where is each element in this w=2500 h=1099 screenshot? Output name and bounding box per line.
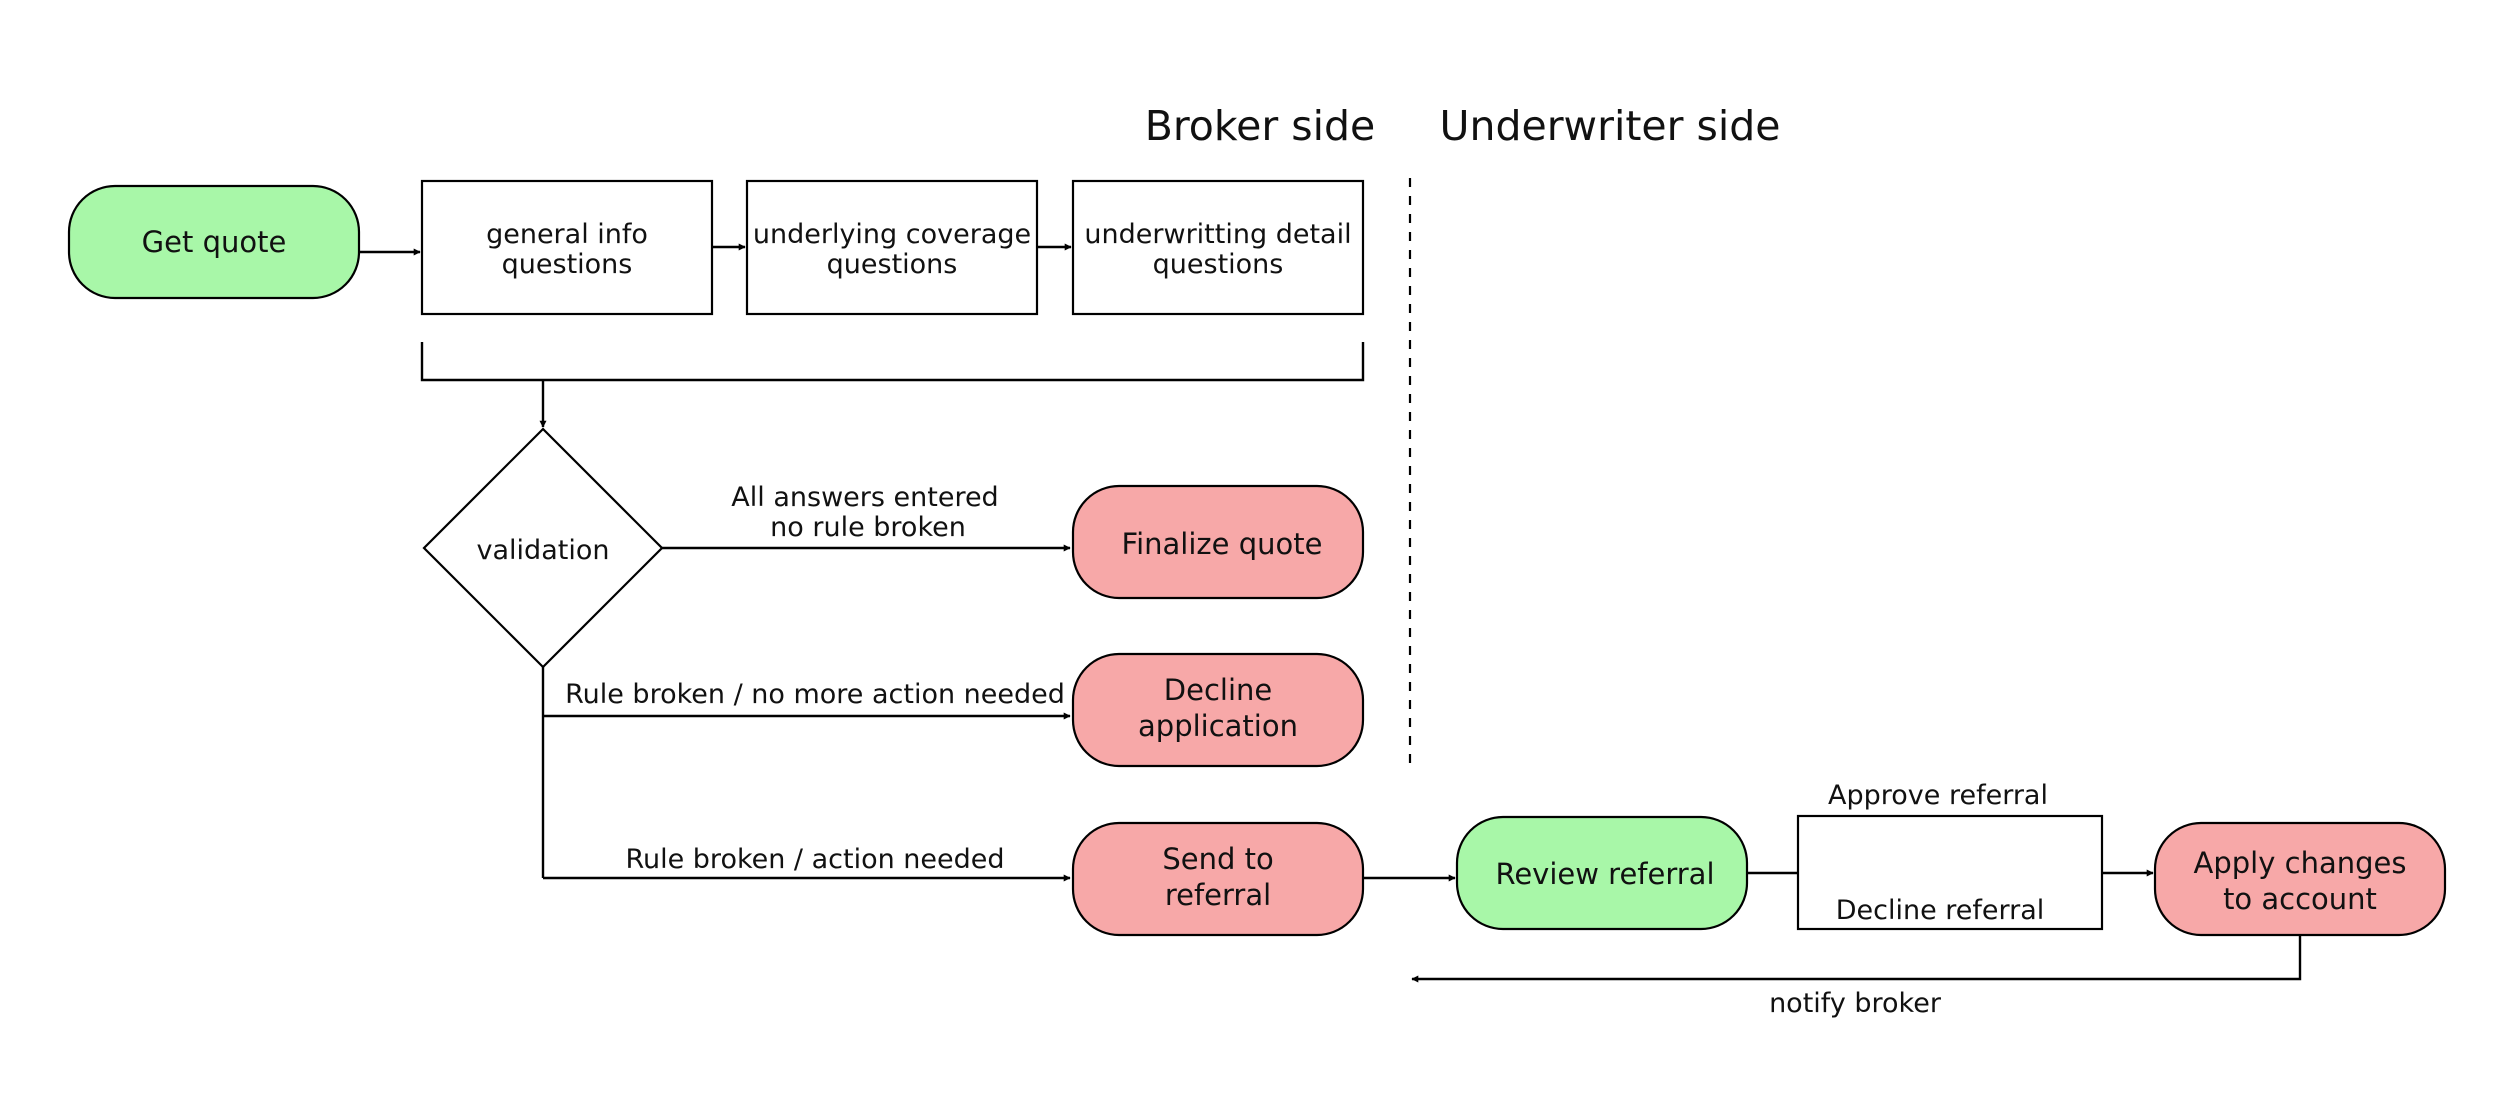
edge-label-rule-broken-action: Rule broken / action needed — [625, 844, 1004, 875]
broker-side-header: Broker side — [1145, 102, 1376, 150]
get-quote-shape — [67, 184, 361, 300]
decline-application-shape — [1071, 652, 1365, 768]
decline-application-label-line2: application — [1138, 709, 1298, 743]
review-referral-label: Review referral — [1495, 857, 1714, 891]
validation-node: validation — [422, 427, 664, 669]
underlying-coverage-label-line2: questions — [827, 249, 958, 280]
underwriter-side-header: Underwriter side — [1439, 102, 1780, 150]
finalize-quote-node: Finalize quote — [1071, 484, 1365, 600]
edge-label-decline-referral: Decline referral — [1836, 895, 2045, 926]
send-to-referral-node: Send to referral — [1071, 821, 1365, 937]
underwriting-detail-box — [1071, 179, 1365, 316]
underwriting-detail-label-line2: questions — [1153, 249, 1284, 280]
underlying-coverage-node: underlying coverage questions — [745, 179, 1039, 316]
underwriting-detail-node: underwritting detail questions — [1071, 179, 1365, 316]
review-referral-node: Review referral — [1455, 815, 1749, 931]
apply-changes-label-line2: to account — [2223, 882, 2377, 916]
underlying-coverage-box — [745, 179, 1039, 316]
underwriting-detail-label-line1: underwritting detail — [1084, 219, 1351, 250]
apply-changes-node: Apply changes to account — [2153, 821, 2447, 937]
questions-bracket — [420, 342, 1365, 382]
edge-label-all-answers-line1: All answers entered — [731, 482, 998, 513]
get-quote-node: Get quote — [67, 184, 361, 300]
underlying-coverage-label-line1: underlying coverage — [753, 219, 1031, 250]
edge-label-all-answers-line2: no rule broken — [770, 512, 966, 543]
send-to-referral-label-line2: referral — [1165, 878, 1271, 912]
edge-label-approve-referral: Approve referral — [1828, 780, 2048, 811]
general-info-box — [420, 179, 714, 316]
general-info-label-line1: general info — [486, 219, 648, 250]
finalize-quote-shape — [1071, 484, 1365, 600]
general-info-node: general info questions — [420, 179, 714, 316]
send-to-referral-label-line1: Send to — [1162, 842, 1273, 876]
validation-label: validation — [477, 535, 610, 566]
decline-application-label-line1: Decline — [1164, 673, 1272, 707]
edge-label-notify-broker: notify broker — [1769, 988, 1942, 1019]
general-info-label-line2: questions — [502, 249, 633, 280]
decline-application-node: Decline application — [1071, 652, 1365, 768]
arrow-notify-broker — [1411, 935, 2302, 983]
finalize-quote-label: Finalize quote — [1122, 527, 1323, 561]
edge-label-rule-broken-no-action: Rule broken / no more action needed — [565, 679, 1065, 710]
apply-changes-label-line1: Apply changes — [2194, 846, 2407, 880]
approve-decline-branch — [1796, 814, 2104, 931]
get-quote-label: Get quote — [142, 225, 287, 259]
